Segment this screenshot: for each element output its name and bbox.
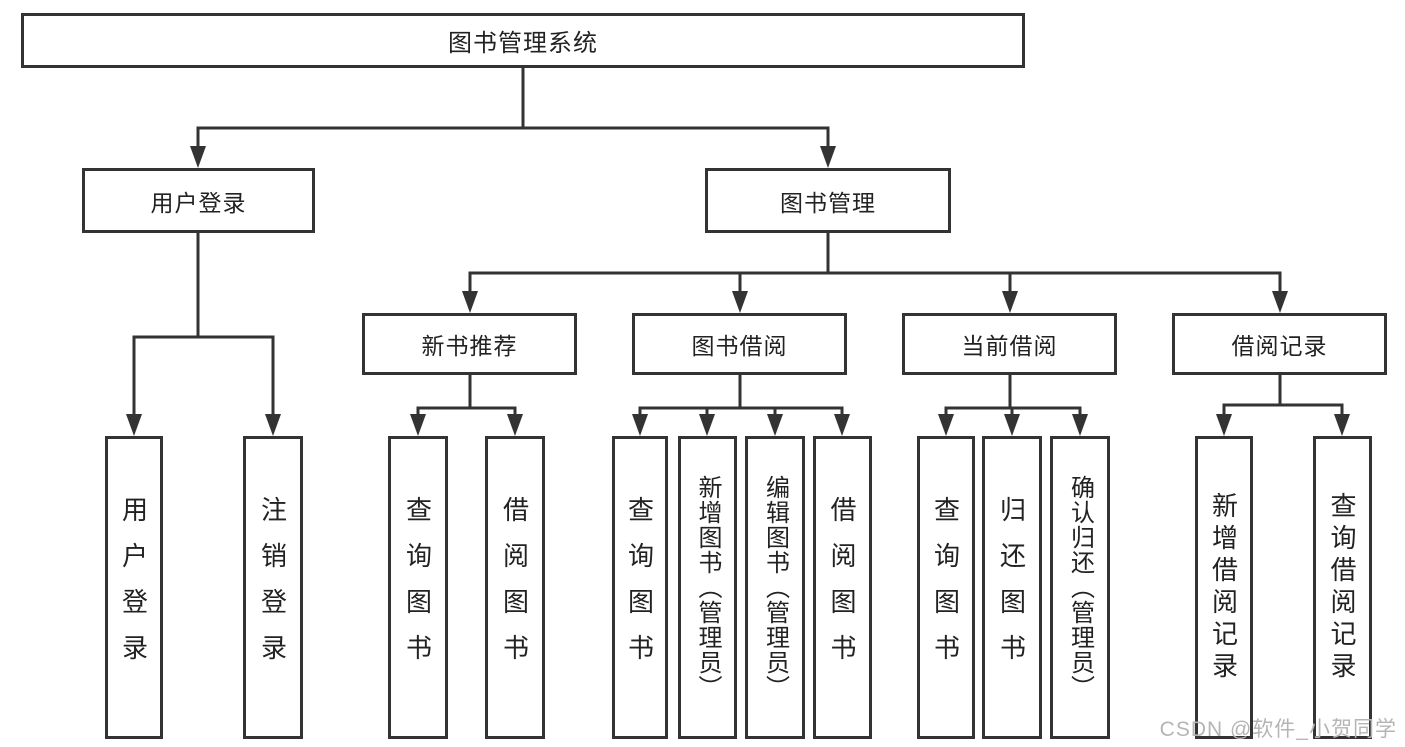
leaf-bb-add-book-admin: 新增图书（管理员）	[678, 436, 737, 739]
node-new-book-recommend: 新书推荐	[362, 313, 577, 375]
node-borrow-records: 借阅记录	[1172, 313, 1387, 375]
node-current-borrow: 当前借阅	[902, 313, 1117, 375]
leaf-user-login: 用户登录	[105, 436, 163, 739]
leaf-r-add-borrow-record: 新增借阅记录	[1195, 436, 1253, 739]
csdn-watermark: CSDN @软件_小贺同学	[1159, 718, 1397, 741]
node-user-login: 用户登录	[82, 168, 315, 233]
leaf-bb-edit-book-admin: 编辑图书（管理员）	[745, 436, 805, 739]
leaf-cb-return-books: 归还图书	[982, 436, 1042, 739]
leaf-nb-query-books: 查询图书	[388, 436, 448, 739]
leaf-nb-borrow-books: 借阅图书	[485, 436, 545, 739]
node-book-management: 图书管理	[705, 168, 951, 233]
leaf-r-query-borrow-record: 查询借阅记录	[1313, 436, 1372, 739]
arrowheads	[126, 146, 1350, 436]
leaf-logout: 注销登录	[243, 436, 303, 739]
leaf-cb-confirm-return-admin: 确认归还（管理员）	[1050, 436, 1110, 739]
node-book-borrow: 图书借阅	[632, 313, 847, 375]
leaf-bb-query-books: 查询图书	[612, 436, 668, 739]
leaf-bb-borrow-books: 借阅图书	[813, 436, 872, 739]
node-root: 图书管理系统	[21, 13, 1025, 68]
leaf-cb-query-books: 查询图书	[917, 436, 975, 739]
